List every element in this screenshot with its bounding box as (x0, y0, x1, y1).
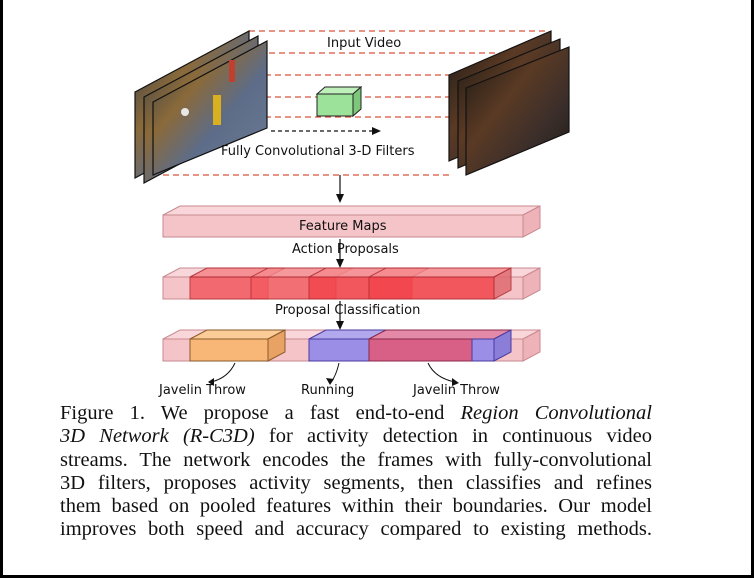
activity-label-running: Running (301, 383, 354, 398)
label-pointers (208, 362, 459, 386)
arrow-to-proposals (336, 239, 344, 268)
segment-javelin-throw-2 (368, 329, 512, 362)
caption-line-6: improves both speed and accuracy compare… (60, 518, 652, 541)
segment-running (308, 329, 387, 362)
rc3d-diagram: Input Video Fully Convolutional 3-D Filt… (134, 29, 570, 398)
arrow-to-classification (336, 301, 344, 330)
action-proposals-label: Action Proposals (292, 242, 399, 257)
activity-label-javelin-1: Javelin Throw (158, 383, 246, 398)
output-feature-frames-right (448, 30, 570, 176)
proposal-segments (189, 267, 512, 300)
caption-line-3: streams. The network encodes the frames … (60, 448, 652, 471)
filters-label: Fully Convolutional 3-D Filters (221, 144, 415, 159)
proposals-bar (162, 267, 541, 300)
proposal-classification-label: Proposal Classification (275, 303, 420, 318)
filter-sweep-arrow (271, 127, 381, 135)
segment-javelin-throw-1 (189, 329, 286, 362)
classification-bar (162, 329, 541, 362)
figure-frame: Input Video Fully Convolutional 3-D Filt… (3, 0, 751, 575)
arrow-to-feature-maps (336, 175, 344, 203)
3d-filter-cube (315, 85, 363, 118)
input-video-label: Input Video (327, 36, 401, 51)
caption-line-5: them based on pooled features within the… (60, 495, 652, 518)
caption-line-4: 3D filters, proposes activity segments, … (60, 471, 652, 494)
feature-maps-label: Feature Maps (299, 219, 387, 234)
feature-maps-bar (162, 205, 541, 238)
input-video-frames-left (134, 29, 268, 185)
activity-label-javelin-2: Javelin Throw (412, 383, 500, 398)
caption-line-1: Figure 1. We propose a fast end-to-end R… (60, 402, 652, 424)
figure-caption: Figure 1. We propose a fast end-to-end R… (60, 402, 652, 542)
caption-line-2: 3D Network (R-C3D) for activity detectio… (60, 425, 652, 448)
